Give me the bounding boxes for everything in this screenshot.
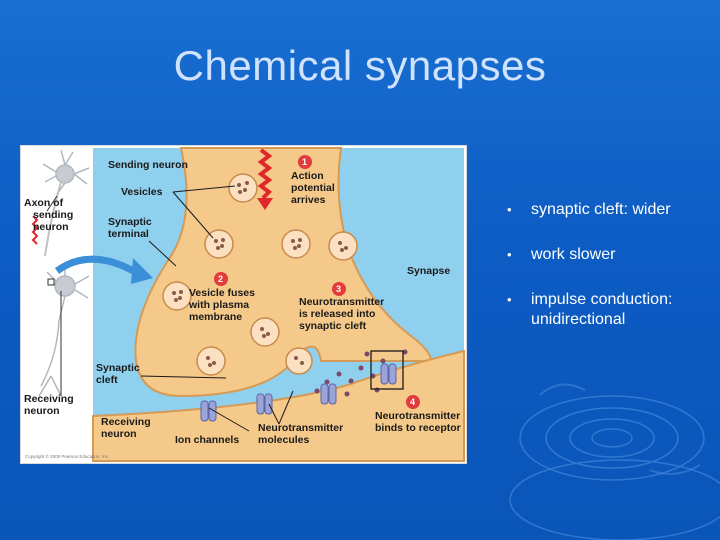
step-1: 1 Action potential arrives	[291, 155, 335, 206]
step-2-text-line2: with plasma	[188, 299, 249, 311]
bullet-item: synaptic cleft: wider	[505, 200, 715, 220]
step-3-text-line2: is released into	[299, 308, 375, 320]
step-2: 2 Vesicle fuses with plasma membrane	[188, 272, 255, 323]
step-4-badge: 4	[410, 397, 415, 407]
step-4-text-line1: Neurotransmitter	[375, 410, 460, 422]
step-4-text-line2: binds to receptor	[375, 422, 461, 434]
label-axon-line2: sending	[33, 209, 73, 221]
step-3-badge: 3	[336, 284, 341, 294]
label-neurotransmitter-molecules-line1: Neurotransmitter	[258, 422, 343, 434]
bullet-item: impulse conduction: unidirectional	[505, 290, 715, 330]
label-synapse: Synapse	[407, 265, 450, 277]
copyright-text: Copyright © 2005 Pearson Education, Inc.	[25, 453, 109, 459]
step-1-badge: 1	[302, 157, 307, 167]
label-neurotransmitter-molecules-line2: molecules	[258, 434, 310, 446]
step-1-text-line2: potential	[291, 182, 335, 194]
synapse-figure: Axon of sending neuron Receiving neuron	[20, 145, 467, 464]
ion-channels	[200, 363, 397, 422]
step-3-text-line1: Neurotransmitter	[299, 296, 384, 308]
vesicles	[162, 173, 358, 376]
step-2-text-line3: membrane	[189, 311, 242, 323]
action-potential-arrow	[257, 148, 273, 200]
step-3-text-line3: synaptic cleft	[299, 320, 367, 332]
label-vesicles: Vesicles	[121, 186, 163, 198]
slide-title: Chemical synapses	[173, 42, 547, 89]
label-receiving-left-line2: neuron	[24, 405, 60, 417]
label-receiving-neuron-line2: neuron	[101, 428, 137, 440]
zoom-arrow	[54, 255, 141, 278]
action-potential-squiggle-small	[31, 215, 39, 245]
bullet-item: work slower	[505, 245, 715, 265]
step-3: 3 Neurotransmitter is released into syna…	[299, 282, 384, 332]
step-4: 4 Neurotransmitter binds to receptor	[375, 395, 461, 434]
label-receiving-neuron-line1: Receiving	[101, 416, 151, 428]
zoom-arrow-head	[131, 258, 153, 284]
label-axon-line3: neuron	[33, 221, 69, 233]
label-receiving-left-line1: Receiving	[24, 393, 74, 405]
step-2-badge: 2	[218, 274, 223, 284]
step-2-text-line1: Vesicle fuses	[189, 287, 255, 299]
label-synaptic-terminal-line1: Synaptic	[108, 216, 152, 228]
step-1-text-line1: Action	[291, 170, 324, 182]
sending-neuron-cell-illustration	[42, 149, 90, 257]
step-1-text-line3: arrives	[291, 194, 326, 206]
label-synaptic-cleft-line1: Synaptic	[96, 362, 140, 374]
label-synaptic-cleft-line2: cleft	[96, 374, 118, 386]
label-ion-channels: Ion channels	[175, 434, 239, 446]
receptor-highlight-box	[370, 350, 404, 390]
label-axon-line1: Axon of	[24, 197, 64, 209]
label-sending-neuron: Sending neuron	[108, 159, 188, 171]
bullet-list: synaptic cleft: wider work slower impuls…	[505, 200, 715, 355]
label-synaptic-terminal-line2: terminal	[108, 228, 149, 240]
